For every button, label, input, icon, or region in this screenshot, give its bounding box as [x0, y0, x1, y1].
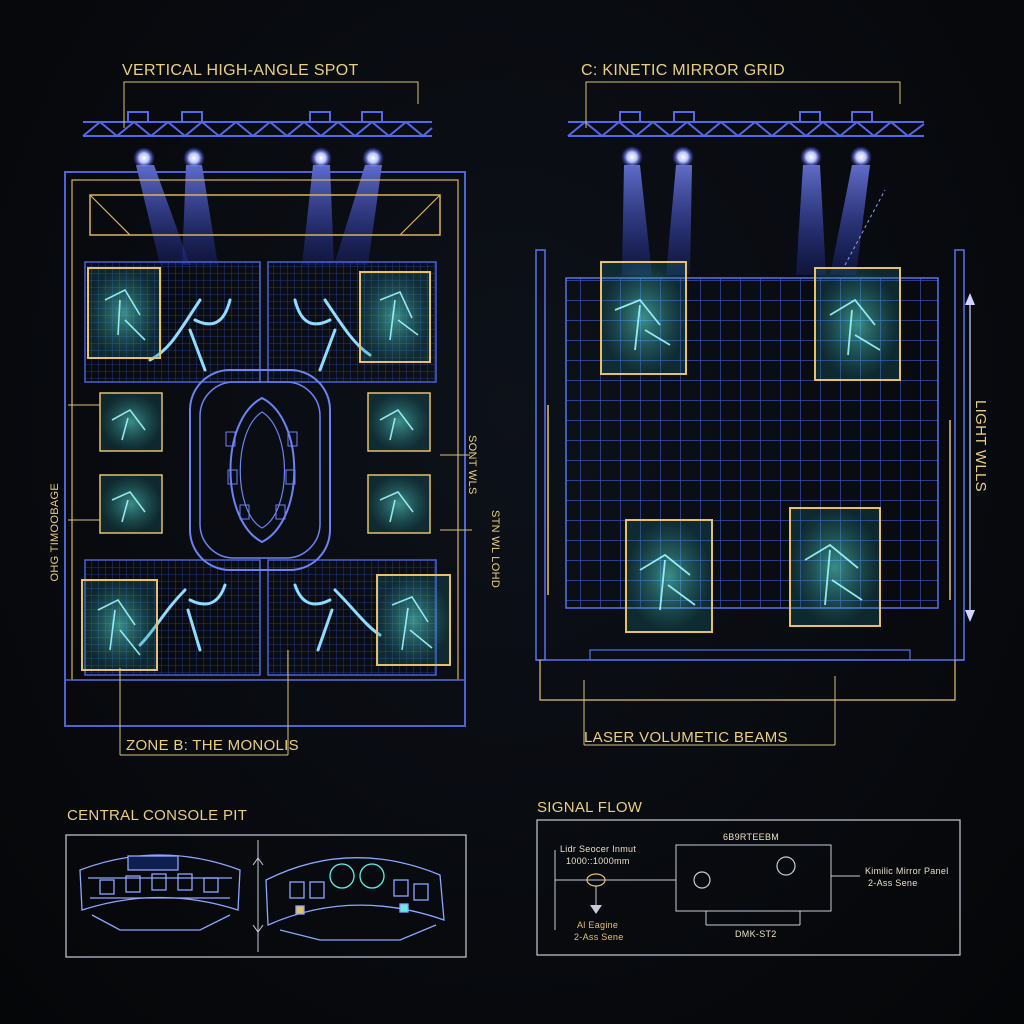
console-right [265, 857, 445, 941]
console-pit-panel [65, 834, 467, 958]
ai-line2: 2-Ass Sene [574, 932, 624, 942]
light-walls-label: LIGHT WLLS [972, 400, 989, 492]
top-code: 6B9RTEEBM [723, 832, 780, 842]
signal-flow-label: SIGNAL FLOW [537, 799, 643, 816]
dancer-figures [138, 298, 382, 652]
left-truss [82, 111, 433, 138]
laser-beams-label: LASER VOLUMETIC BEAMS [584, 729, 788, 746]
right-side-label: STN WL LOHD [489, 510, 501, 589]
ai-line1: Al Eagine [577, 920, 619, 930]
left-spot-beams [136, 165, 382, 265]
console-pit-label: CENTRAL CONSOLE PIT [67, 807, 248, 824]
mirror-panels [600, 261, 901, 633]
zone-b-label: ZONE B: THE MONOLIS [126, 737, 299, 754]
input-line1: Lidr Seocer Inmut [560, 844, 637, 854]
signal-flow-panel [536, 819, 961, 956]
output-line1: Kimilic Mirror Panel [865, 866, 949, 876]
sont-wls-label: SONT WLS [466, 435, 478, 495]
right-stage-plan [535, 81, 975, 746]
output-line2: 2-Ass Sene [868, 878, 918, 888]
left-stage-plan [64, 81, 472, 756]
right-spot-beams [622, 165, 870, 275]
vertical-spot-label: VERTICAL HIGH-ANGLE SPOT [122, 62, 359, 79]
panel-figures [97, 288, 433, 656]
bottom-code: DMK-ST2 [735, 929, 777, 939]
left-display-panels [81, 267, 451, 671]
input-line2: 1000::1000mm [566, 856, 630, 866]
console-left [79, 854, 241, 931]
kinetic-grid-label: C: KINETIC MIRROR GRID [581, 62, 785, 79]
right-spot-lamps [621, 146, 872, 168]
monolith-console [189, 369, 331, 571]
left-spot-lamps [133, 147, 384, 169]
right-truss [567, 111, 925, 138]
left-side-label: OHG TIMOOBAGE [49, 483, 61, 582]
